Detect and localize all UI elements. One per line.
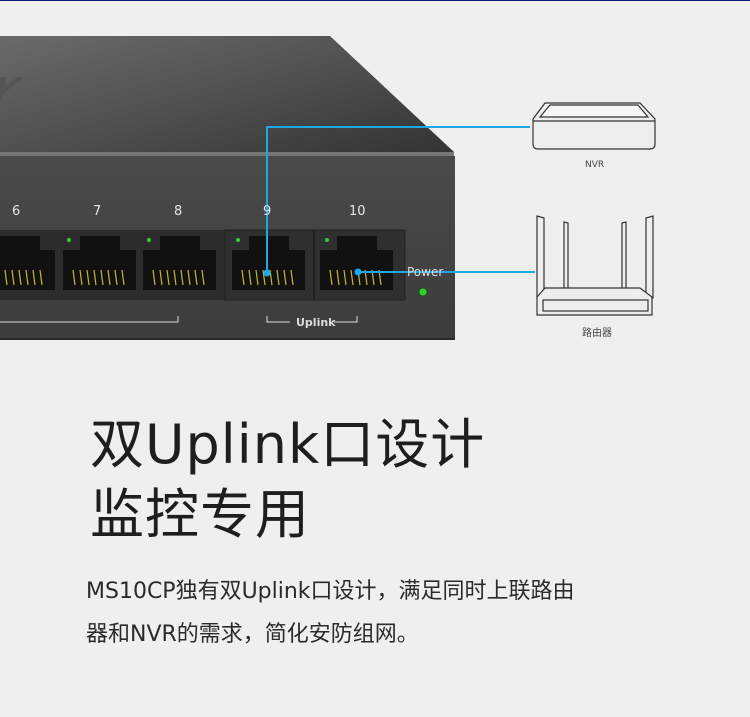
switch-edge xyxy=(0,152,454,156)
port-number-9: 9 xyxy=(263,204,272,219)
headline-line-2: 监控专用 xyxy=(90,483,310,546)
switch-top-face xyxy=(0,36,454,152)
port-group-bracket xyxy=(0,316,179,323)
port-number-8: 8 xyxy=(174,204,183,219)
port-number-6: 6 xyxy=(12,204,21,219)
uplink-bracket xyxy=(266,316,358,323)
nvr-label: NVR xyxy=(585,160,605,170)
port-number-7: 7 xyxy=(93,204,102,219)
power-label: Power xyxy=(407,265,444,279)
description-line-2: 器和NVR的需求，简化安防组网。 xyxy=(86,622,419,647)
port-number-10: 10 xyxy=(349,204,366,219)
nvr-connector-line xyxy=(266,126,530,273)
router-label: 路由器 xyxy=(582,328,612,339)
switch-illustration: RY xyxy=(0,36,656,340)
headline-line-1: 双Uplink口设计 xyxy=(90,413,486,476)
uplink-label: Uplink xyxy=(296,316,336,329)
power-led xyxy=(418,287,428,297)
description-line-1: MS10CP独有双Uplink口设计，满足同时上联路由 xyxy=(86,579,575,604)
top-border xyxy=(0,0,750,1)
ports xyxy=(0,229,406,301)
router-icon xyxy=(536,215,654,316)
nvr-icon xyxy=(532,102,656,150)
